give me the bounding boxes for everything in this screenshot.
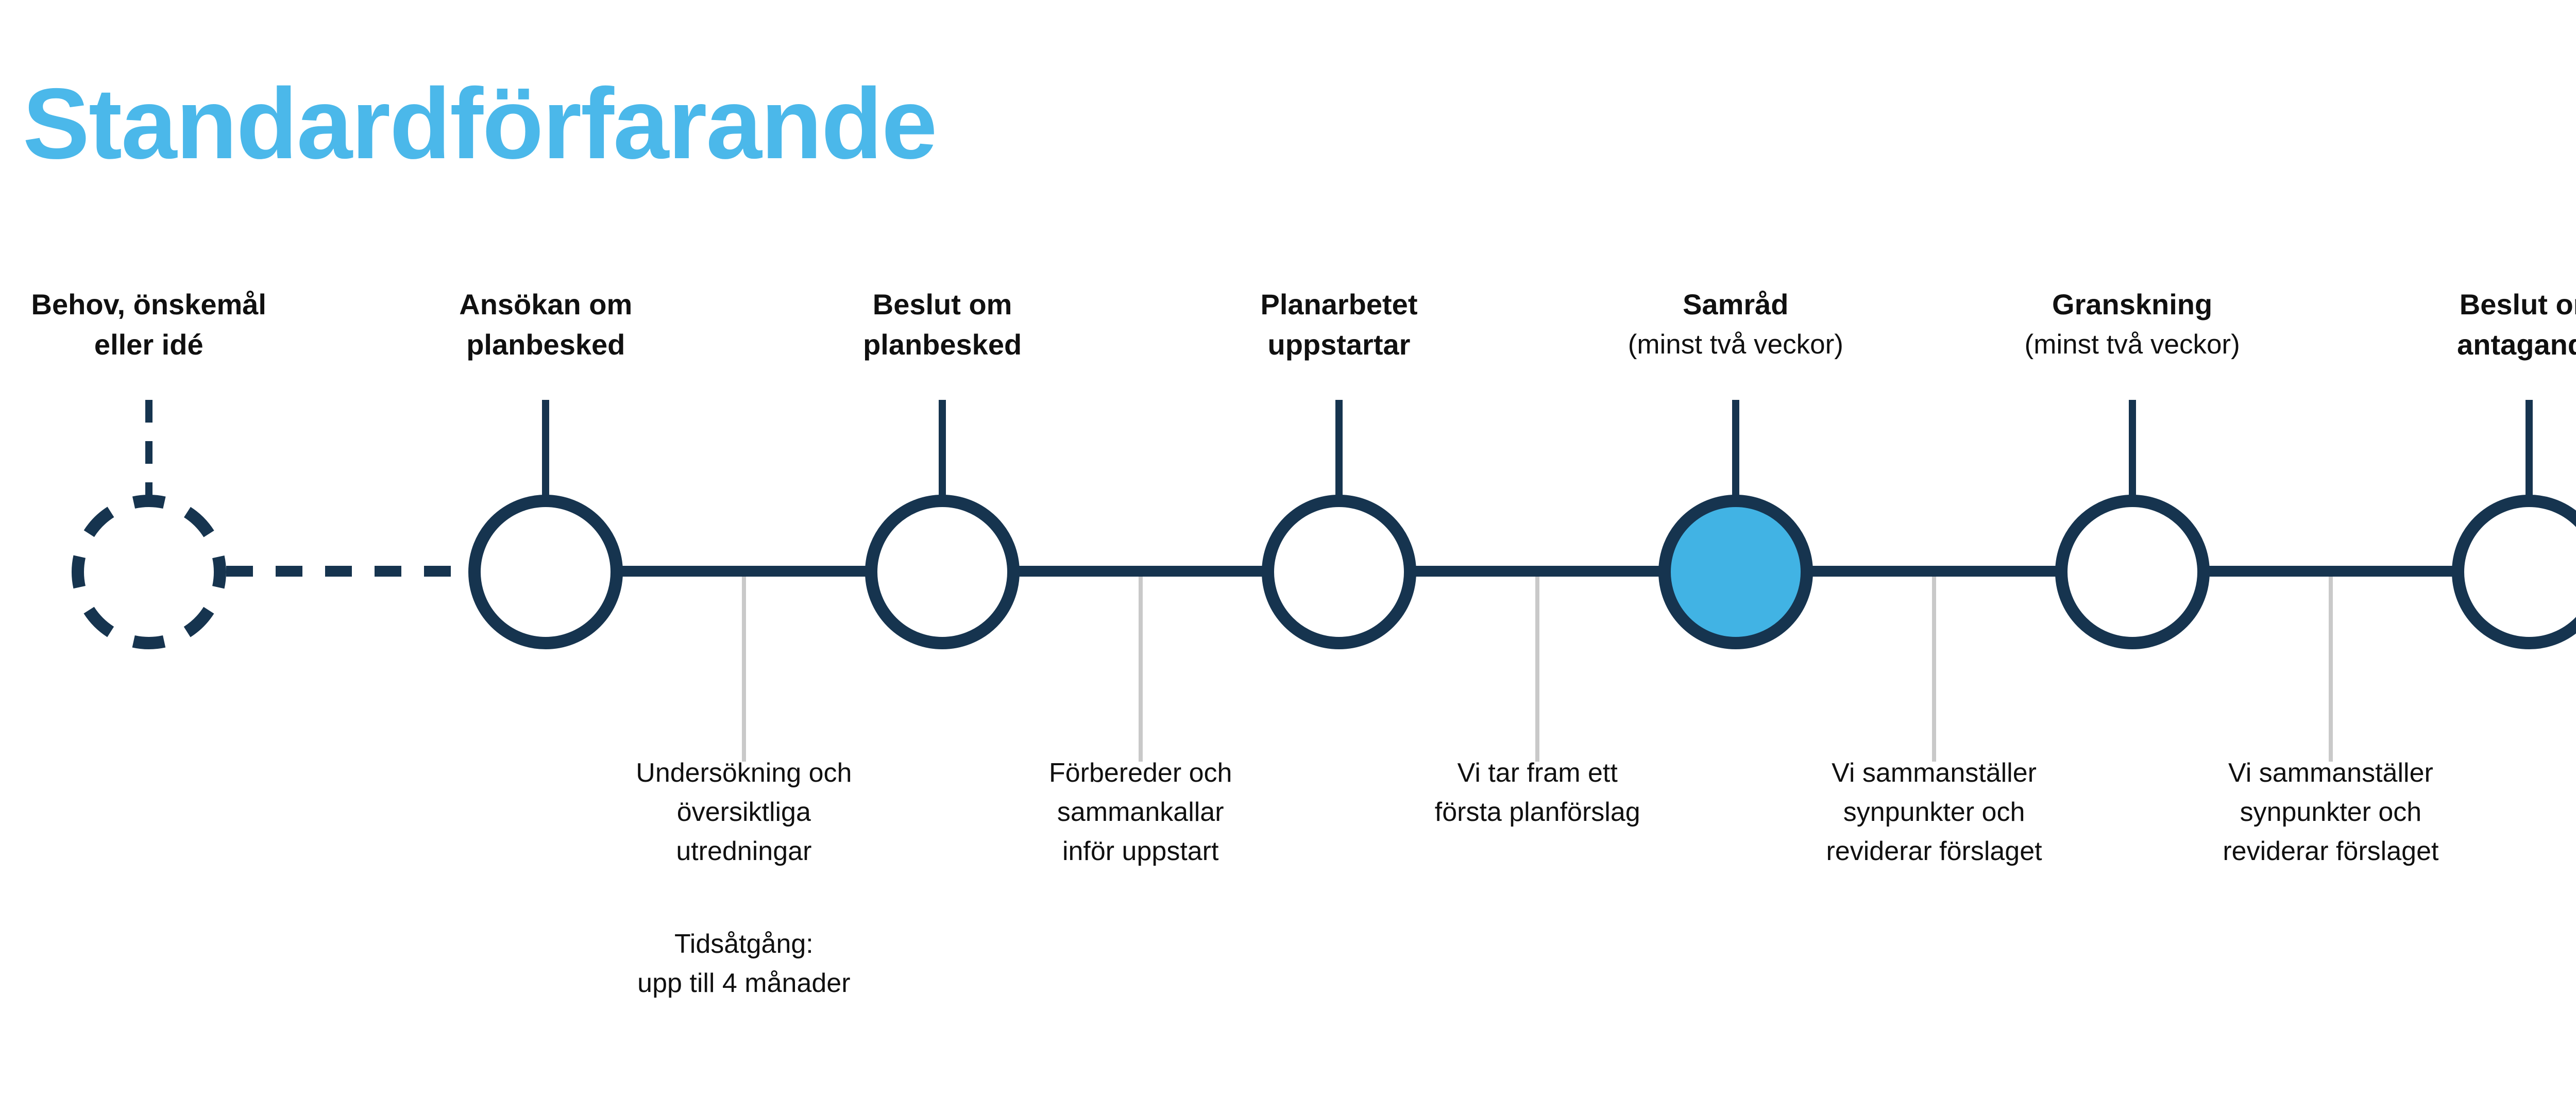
step-label-line: Behov, önskemål: [31, 288, 266, 321]
annotation-line: Undersökning och: [636, 758, 852, 788]
step-circle-planarbetet-uppstartar: [1261, 495, 1416, 649]
step-stem-behov: [145, 400, 152, 501]
step-circle-samrad: [1658, 495, 1813, 649]
step-stem-beslut-antagande: [2526, 400, 2533, 501]
step-circle-ansokan-planbesked: [468, 495, 623, 649]
annotation-line: Vi tar fram ett: [1457, 758, 1618, 788]
step-stem-granskning: [2128, 400, 2136, 501]
step-circle-beslut-antagande: [2452, 495, 2576, 649]
annotation-line: reviderar förslaget: [1826, 836, 2042, 866]
drop-line-forbereder: [1138, 573, 1143, 762]
timeline-line: [546, 566, 2576, 577]
timeline-dashed-segment-0: [226, 566, 469, 577]
step-label-granskning: Granskning (minst två veckor): [1849, 284, 2416, 365]
step-sublabel: (minst två veckor): [2024, 329, 2240, 360]
step-label-samrad: Samråd (minst två veckor): [1452, 284, 2019, 365]
annotation-line: första planförslag: [1434, 797, 1640, 827]
step-label-planarbetet-uppstartar: Planarbetet uppstartar: [1056, 284, 1622, 365]
step-label-line: Samråd: [1683, 288, 1789, 321]
annotation-line: Förbereder och: [1048, 758, 1232, 788]
step-sublabel: (minst två veckor): [1628, 329, 1843, 360]
step-label-beslut-planbesked: Beslut om planbesked: [659, 284, 1226, 365]
drop-line-planforslag: [1535, 573, 1540, 762]
step-stem-planarbetet-uppstartar: [1335, 400, 1343, 501]
annotation-line: synpunkter och: [2240, 797, 2422, 827]
step-label-ansokan-planbesked: Ansökan om planbesked: [262, 284, 829, 365]
step-stem-beslut-planbesked: [939, 400, 946, 501]
step-circle-beslut-planbesked: [865, 495, 1020, 649]
step-label-line: Planarbetet: [1260, 288, 1418, 321]
annotation-duration-line: 3 veckor: [2496, 924, 2576, 964]
annotation-duration-line: Tidsåtgång:: [2496, 885, 2576, 924]
drop-line-sammanstaller-samrad: [1932, 573, 1937, 762]
annotation-line: översiktliga: [676, 797, 811, 827]
step-label-line: eller idé: [94, 328, 204, 361]
annotation-overklaganden: Möjlighet föröverklagandenTidsåtgång:3 v…: [2496, 753, 2576, 964]
step-label-line: planbesked: [466, 328, 625, 361]
annotation-planforslag: Vi tar fram ett första planförslag: [1306, 753, 1769, 832]
annotation-duration-line: Tidsåtgång:: [674, 929, 814, 959]
annotation-line: utredningar: [676, 836, 812, 866]
step-stem-samrad: [1732, 400, 1739, 501]
annotation-duration: Tidsåtgång: upp till 4 månader: [512, 924, 976, 1003]
annotation-line: reviderar förslaget: [2223, 836, 2439, 866]
annotation-sammanstaller-granskning: Vi sammanställer synpunkter och reviderar …: [2099, 753, 2563, 871]
step-label-line: antagande: [2457, 328, 2576, 361]
annotation-duration-line: upp till 4 månader: [637, 968, 851, 998]
step-label-line: Granskning: [2052, 288, 2213, 321]
annotation-sammanstaller-samrad: Vi sammanställer synpunkter och reviderar …: [1702, 753, 2166, 871]
step-circle-behov: [71, 495, 226, 649]
step-stem-ansokan-planbesked: [542, 400, 550, 501]
step-label-beslut-antagande: Beslut om antagande: [2246, 284, 2576, 365]
step-label-line: planbesked: [863, 328, 1022, 361]
annotation-forbereder: Förbereder och sammankallar inför uppstart: [909, 753, 1372, 871]
annotation-duration: Tidsåtgång:3 veckor: [2496, 885, 2576, 964]
annotation-line: Vi sammanställer: [1832, 758, 2037, 788]
annotation-line: inför uppstart: [1062, 836, 1219, 866]
annotation-line: sammankallar: [1057, 797, 1224, 827]
annotation-line: synpunkter och: [1843, 797, 2025, 827]
step-label-behov: Behov, önskemål eller idé: [0, 284, 432, 365]
step-label-line: Ansökan om: [459, 288, 633, 321]
page-title: Standardförfarande: [23, 68, 937, 180]
drop-line-sammanstaller-granskning: [2328, 573, 2333, 762]
step-circle-granskning: [2055, 495, 2210, 649]
annotation-line: Möjlighet för: [2496, 753, 2576, 793]
drop-line-undersokning: [741, 573, 746, 762]
step-label-line: Beslut om: [872, 288, 1012, 321]
annotation-line: överklaganden: [2496, 793, 2576, 832]
annotation-line: Vi sammanställer: [2228, 758, 2433, 788]
step-label-line: Beslut om: [2459, 288, 2576, 321]
step-label-line: uppstartar: [1267, 328, 1411, 361]
